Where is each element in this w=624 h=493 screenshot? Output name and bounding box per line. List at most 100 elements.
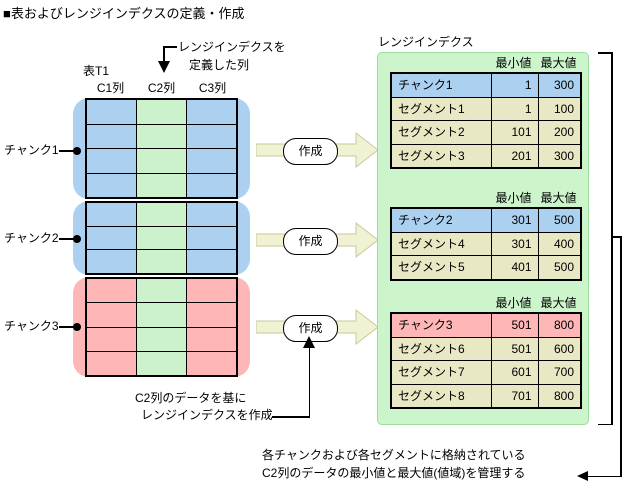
range-cell-name: セグメント6: [390, 336, 492, 361]
table-cell: [87, 203, 136, 226]
chunk-2-pointer-line: [59, 238, 77, 240]
table-row: [87, 225, 236, 250]
table-name-label: 表T1: [83, 64, 110, 78]
range-cell-max: 100: [537, 96, 582, 121]
note-connector-line: [163, 46, 177, 48]
create-label: 作成: [298, 234, 323, 248]
range-column-note-line1: レンジインデクスを: [178, 40, 286, 54]
table-cell: [87, 352, 136, 375]
indexed-column-cell: [136, 173, 186, 197]
range-cell-max: 200: [537, 120, 582, 145]
indexed-column-cell: [136, 124, 186, 148]
bracket-top-tick: [598, 52, 612, 54]
range-cell-max: 500: [537, 255, 582, 280]
table-cell: [87, 149, 136, 173]
table-cell: [87, 279, 136, 302]
bracket-bottom-tick: [598, 423, 612, 425]
creation-note-line1: C2列のデータを基に: [135, 391, 247, 405]
table-cell: [186, 124, 236, 148]
max-header: 最大値: [540, 56, 577, 70]
chunk-1-label: チャンク1: [4, 143, 59, 157]
footnote-connector-line: [611, 236, 622, 238]
table-row: [87, 203, 236, 226]
chunk-2-pointer-dot: [73, 234, 81, 243]
range-cell-name: チャンク2: [390, 207, 492, 233]
note-connector-line: [163, 46, 165, 62]
table-cell: [87, 250, 136, 273]
range-cell-name: セグメント4: [390, 231, 492, 256]
chunk-3-label: チャンク3: [4, 319, 59, 333]
range-cell-min: 301: [490, 207, 539, 233]
table-cell: [186, 226, 236, 250]
chunk-2-label: チャンク2: [4, 231, 59, 245]
table-row: [87, 148, 236, 173]
range-cell-max: 500: [537, 207, 582, 233]
range-cell-max: 800: [537, 312, 582, 338]
range-cell-name: セグメント3: [390, 143, 492, 169]
chunk-3-block: [73, 277, 250, 377]
max-header: 最大値: [540, 191, 577, 205]
table-row: [87, 350, 236, 375]
range-cell-name: セグメント5: [390, 255, 492, 280]
arrow-up-icon: [303, 336, 315, 348]
min-header: 最小値: [495, 191, 532, 205]
creation-note-line: [308, 347, 310, 417]
range-column-note-line2: 定義した列: [189, 58, 250, 72]
range-table-1-headers: 最小値 最大値: [390, 56, 580, 70]
table-cell: [87, 303, 136, 326]
table-row: [87, 326, 236, 351]
column-headers: C1列 C2列 C3列: [85, 81, 238, 95]
range-table-2-headers: 最小値 最大値: [390, 191, 580, 205]
footnote-connector-line: [620, 236, 622, 477]
table-cell: [186, 351, 236, 375]
create-badge-2: 作成: [283, 227, 338, 255]
indexed-column-cell: [136, 226, 186, 250]
table-cell: [186, 149, 236, 173]
range-cell-min: 1: [490, 72, 539, 98]
range-cell-min: 701: [490, 383, 539, 409]
chunk-1-pointer-line: [59, 150, 77, 152]
range-cell-min: 1: [490, 96, 539, 121]
range-cell-name: セグメント7: [390, 360, 492, 385]
chunk-3-pointer-dot: [73, 322, 81, 331]
table-cell: [186, 327, 236, 351]
chunk-1-grid: [85, 98, 238, 199]
table-cell: [186, 279, 236, 303]
arrow-down-icon: [158, 61, 170, 73]
table-row: [87, 123, 236, 149]
range-cell-name: セグメント1: [390, 96, 492, 121]
table-cell: [186, 303, 236, 327]
table-cell: [186, 100, 236, 124]
creation-note-line2: レンジインデクスを作成: [141, 408, 273, 422]
table-cell: [186, 173, 236, 197]
table-cell: [87, 125, 136, 149]
column-header-c2: C2列: [147, 81, 176, 95]
range-table-3-headers: 最小値 最大値: [390, 296, 580, 310]
arrow-left-icon: [577, 471, 588, 481]
range-cell-max: 700: [537, 360, 582, 385]
create-label: 作成: [298, 321, 323, 335]
table-row: [87, 172, 236, 198]
range-cell-min: 301: [490, 231, 539, 256]
table-cell: [87, 174, 136, 198]
indexed-column-cell: [136, 351, 186, 375]
creation-note-line: [272, 416, 310, 418]
range-cell-min: 501: [490, 312, 539, 338]
create-label: 作成: [298, 144, 323, 158]
range-cell-name: チャンク1: [390, 72, 492, 98]
range-index-title: レンジインデクス: [378, 35, 474, 49]
table-cell: [186, 250, 236, 274]
table-cell: [87, 100, 136, 124]
chunk-1-block: [73, 98, 250, 199]
